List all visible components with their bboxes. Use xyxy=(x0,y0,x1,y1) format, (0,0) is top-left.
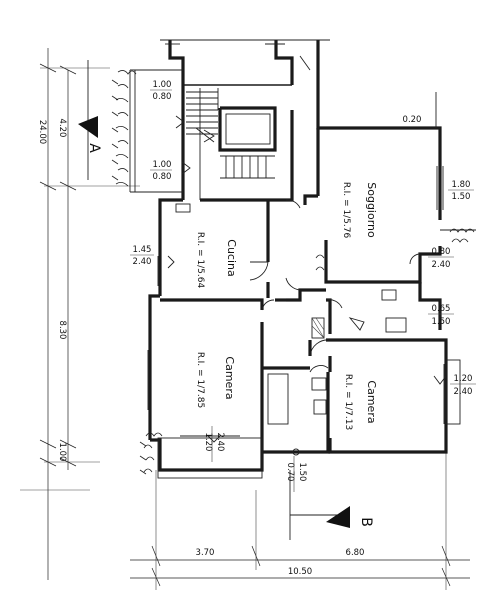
dim-bottom-total: 10.50 xyxy=(288,567,312,577)
room-cucina-name: Cucina xyxy=(225,239,238,276)
svg-text:2.40: 2.40 xyxy=(133,257,152,267)
opening-label-soggiorno-window: 1.80 1.50 xyxy=(448,180,474,202)
svg-text:1.00: 1.00 xyxy=(153,80,172,90)
room-soggiorno-name: Soggiorno xyxy=(365,182,378,238)
opening-label-camera2-window: 1.20 2.40 xyxy=(450,374,476,397)
svg-text:1.80: 1.80 xyxy=(452,180,471,190)
dim-left-mid: 8.30 xyxy=(57,321,67,340)
svg-text:0.80: 0.80 xyxy=(153,172,172,182)
room-camera-1: Camera R.I. = 1/7.85 xyxy=(195,352,236,408)
svg-text:0.20: 0.20 xyxy=(403,115,422,125)
opening-label-cucina-window: 1.45 2.40 xyxy=(130,245,154,267)
room-cucina: Cucina R.I. = 1/5.64 xyxy=(195,232,238,289)
svg-text:2.40: 2.40 xyxy=(215,433,225,452)
bottom-dimension-chain: 3.70 6.80 10.50 xyxy=(130,420,470,590)
section-label-a: A xyxy=(86,143,102,153)
opening-label-top-b: 1.00 0.80 xyxy=(150,160,172,182)
doors xyxy=(249,199,421,373)
svg-text:1.20: 1.20 xyxy=(203,433,213,452)
svg-text:1.45: 1.45 xyxy=(133,245,152,255)
section-marker-b: B xyxy=(289,470,374,540)
staircase xyxy=(186,88,275,200)
room-cucina-ratio: R.I. = 1/5.64 xyxy=(195,232,205,289)
room-camera1-ratio: R.I. = 1/7.85 xyxy=(195,352,205,408)
svg-text:1.50: 1.50 xyxy=(452,192,471,202)
room-soggiorno: Soggiorno R.I. = 1/5.76 xyxy=(341,182,378,239)
opening-label-top-a: 1.00 0.80 xyxy=(150,80,172,102)
opening-label-right-mid: 0.80 2.40 xyxy=(428,247,454,270)
room-camera1-name: Camera xyxy=(223,356,236,399)
svg-text:1.50: 1.50 xyxy=(432,317,451,327)
top-edge-fragments xyxy=(160,39,437,128)
dim-left-top: 4.20 xyxy=(57,119,67,138)
walls xyxy=(148,40,448,472)
dim-left-total: 24.00 xyxy=(37,120,47,144)
room-camera-2: Camera R.I. = 1/7.13 xyxy=(343,374,378,430)
room-camera2-name: Camera xyxy=(365,380,378,423)
dim-left-bot: 1.00 xyxy=(57,443,67,462)
svg-text:1.20: 1.20 xyxy=(454,374,473,384)
dim-bottom-left: 3.70 xyxy=(196,548,215,558)
svg-text:0.80: 0.80 xyxy=(432,247,451,257)
section-marker-a: A xyxy=(78,60,102,180)
room-camera2-ratio: R.I. = 1/7.13 xyxy=(343,374,353,430)
left-balcony xyxy=(111,69,183,193)
window-symbols xyxy=(147,115,447,443)
svg-text:1.50: 1.50 xyxy=(297,463,307,482)
left-dimension-chain: 24.00 4.20 8.30 1.00 xyxy=(20,48,140,580)
section-label-b: B xyxy=(358,517,374,527)
opening-label-camera1-window: 1.20 2.40 xyxy=(203,426,225,462)
room-soggiorno-ratio: R.I. = 1/5.76 xyxy=(341,182,351,239)
bathroom-fixtures xyxy=(267,373,327,456)
opening-label-top-right: 0.20 xyxy=(403,115,422,125)
right-balcony-bottom xyxy=(445,359,461,425)
svg-text:0.70: 0.70 xyxy=(285,463,295,482)
dim-bottom-right: 6.80 xyxy=(346,548,365,558)
opening-label-bathroom-window: 0.70 1.50 xyxy=(285,456,307,492)
kitchen-fixtures xyxy=(175,203,407,339)
opening-label-right-small: 0.65 1.50 xyxy=(428,304,454,327)
svg-text:0.80: 0.80 xyxy=(153,92,172,102)
svg-text:1.00: 1.00 xyxy=(153,160,172,170)
svg-text:2.40: 2.40 xyxy=(432,260,451,270)
svg-text:2.40: 2.40 xyxy=(454,387,473,397)
svg-text:0.65: 0.65 xyxy=(432,304,451,314)
right-balcony-top xyxy=(315,228,476,271)
